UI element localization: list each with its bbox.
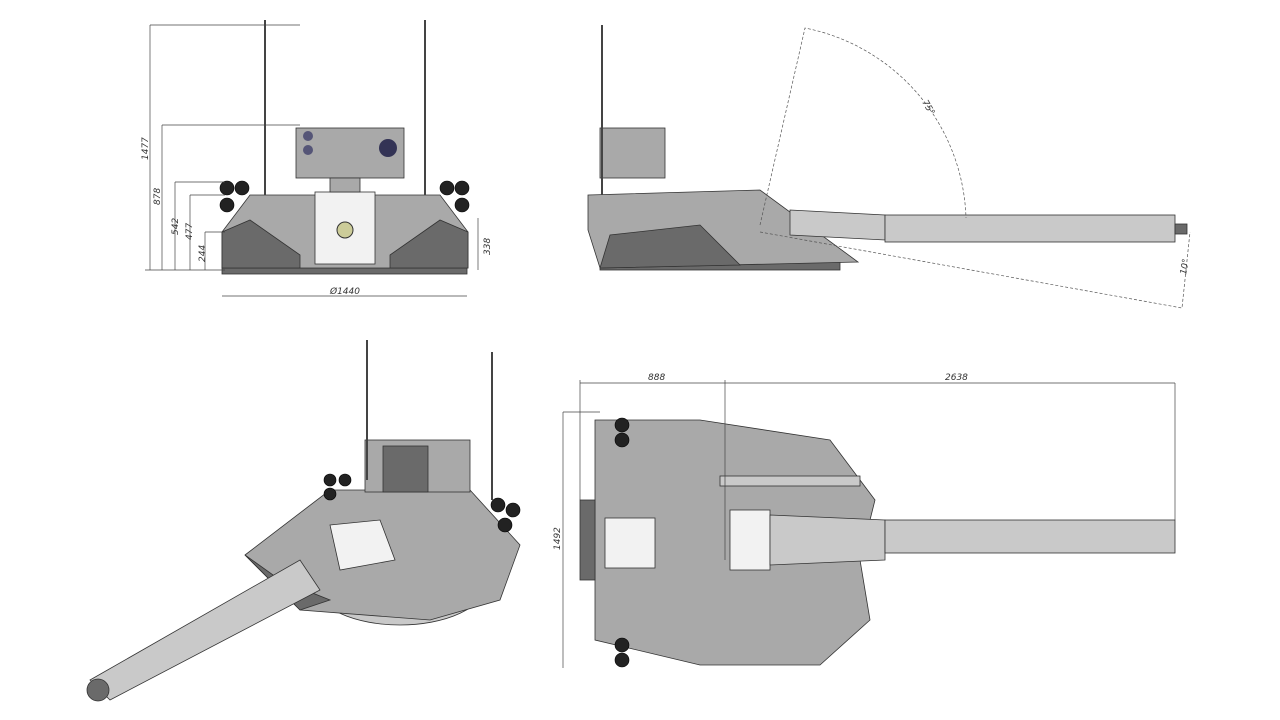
dim-height-roof: 477 [185, 223, 195, 240]
depression-angle-label: 10° [1179, 258, 1192, 275]
smoke-launchers-left [219, 180, 250, 213]
top-receiver [769, 514, 886, 566]
top-sight-box [604, 517, 656, 569]
front-hull-lower-left [221, 219, 301, 269]
iso-barrel [89, 559, 321, 701]
dim-height-total: 1477 [141, 137, 151, 160]
sight-lens-icon [303, 131, 313, 141]
gun-muzzle-brake [1174, 223, 1188, 235]
top-view: 888 2638 1492 [553, 373, 1176, 668]
dim-width: 1492 [553, 527, 563, 550]
dim-height-launchers: 542 [171, 218, 181, 235]
sight-lens-icon [379, 139, 397, 157]
side-hull-lower [599, 224, 741, 269]
top-barrel-shroud [884, 519, 1176, 554]
dim-side-height: 338 [483, 238, 493, 255]
gun-barrel-shroud [884, 214, 1176, 243]
iso-mantlet [329, 519, 396, 571]
side-view: 75° 10° [587, 25, 1192, 309]
top-rear-grille [579, 499, 596, 581]
top-coax-gun [719, 475, 861, 487]
sight-mount [329, 177, 361, 193]
front-hull-lower-right [389, 219, 469, 269]
depression-arc [759, 231, 1191, 309]
iso-smoke-launchers [323, 473, 521, 533]
isometric-view [86, 340, 521, 702]
side-sight-unit [599, 127, 666, 179]
gun-receiver [789, 209, 886, 241]
elevation-arc [759, 27, 967, 226]
smoke-launchers-right [439, 180, 470, 213]
top-gun-mount [729, 509, 771, 571]
front-view: 1477 878 542 477 244 338 Ø1440 [141, 20, 493, 297]
sight-lens-icon [303, 145, 313, 155]
dim-height-hull: 244 [198, 245, 208, 262]
dim-barrel-length: 2638 [945, 373, 968, 383]
iso-muzzle [86, 678, 110, 702]
iso-sight-screen [382, 445, 429, 493]
dim-diameter: Ø1440 [329, 286, 360, 297]
gun-muzzle [336, 221, 354, 239]
top-smoke-launchers [614, 417, 630, 668]
dim-height-sight: 878 [153, 188, 163, 205]
base-ring [221, 267, 468, 275]
dim-rear-length: 888 [648, 373, 665, 383]
dimension-lines [145, 24, 479, 297]
